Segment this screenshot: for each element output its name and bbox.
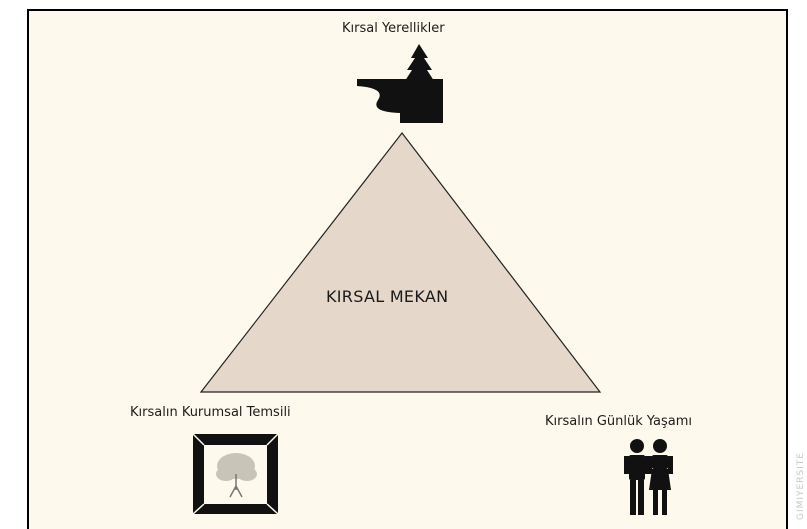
- top-vertex-label: Kırsal Yerellikler: [342, 21, 445, 36]
- bottom-right-vertex-label: Kırsalın Günlük Yaşamı: [545, 414, 693, 429]
- rural-space-triangle: [199, 132, 602, 393]
- tree-road-icon: [357, 44, 443, 123]
- center-label: KIRSAL MEKAN: [326, 287, 449, 306]
- bottom-left-vertex-label: Kırsalın Kurumsal Temsili: [130, 405, 291, 420]
- watermark: GİMİYERSİTE: [796, 451, 806, 520]
- couple-icon: [624, 439, 673, 515]
- framed-tree-icon: [192, 433, 279, 515]
